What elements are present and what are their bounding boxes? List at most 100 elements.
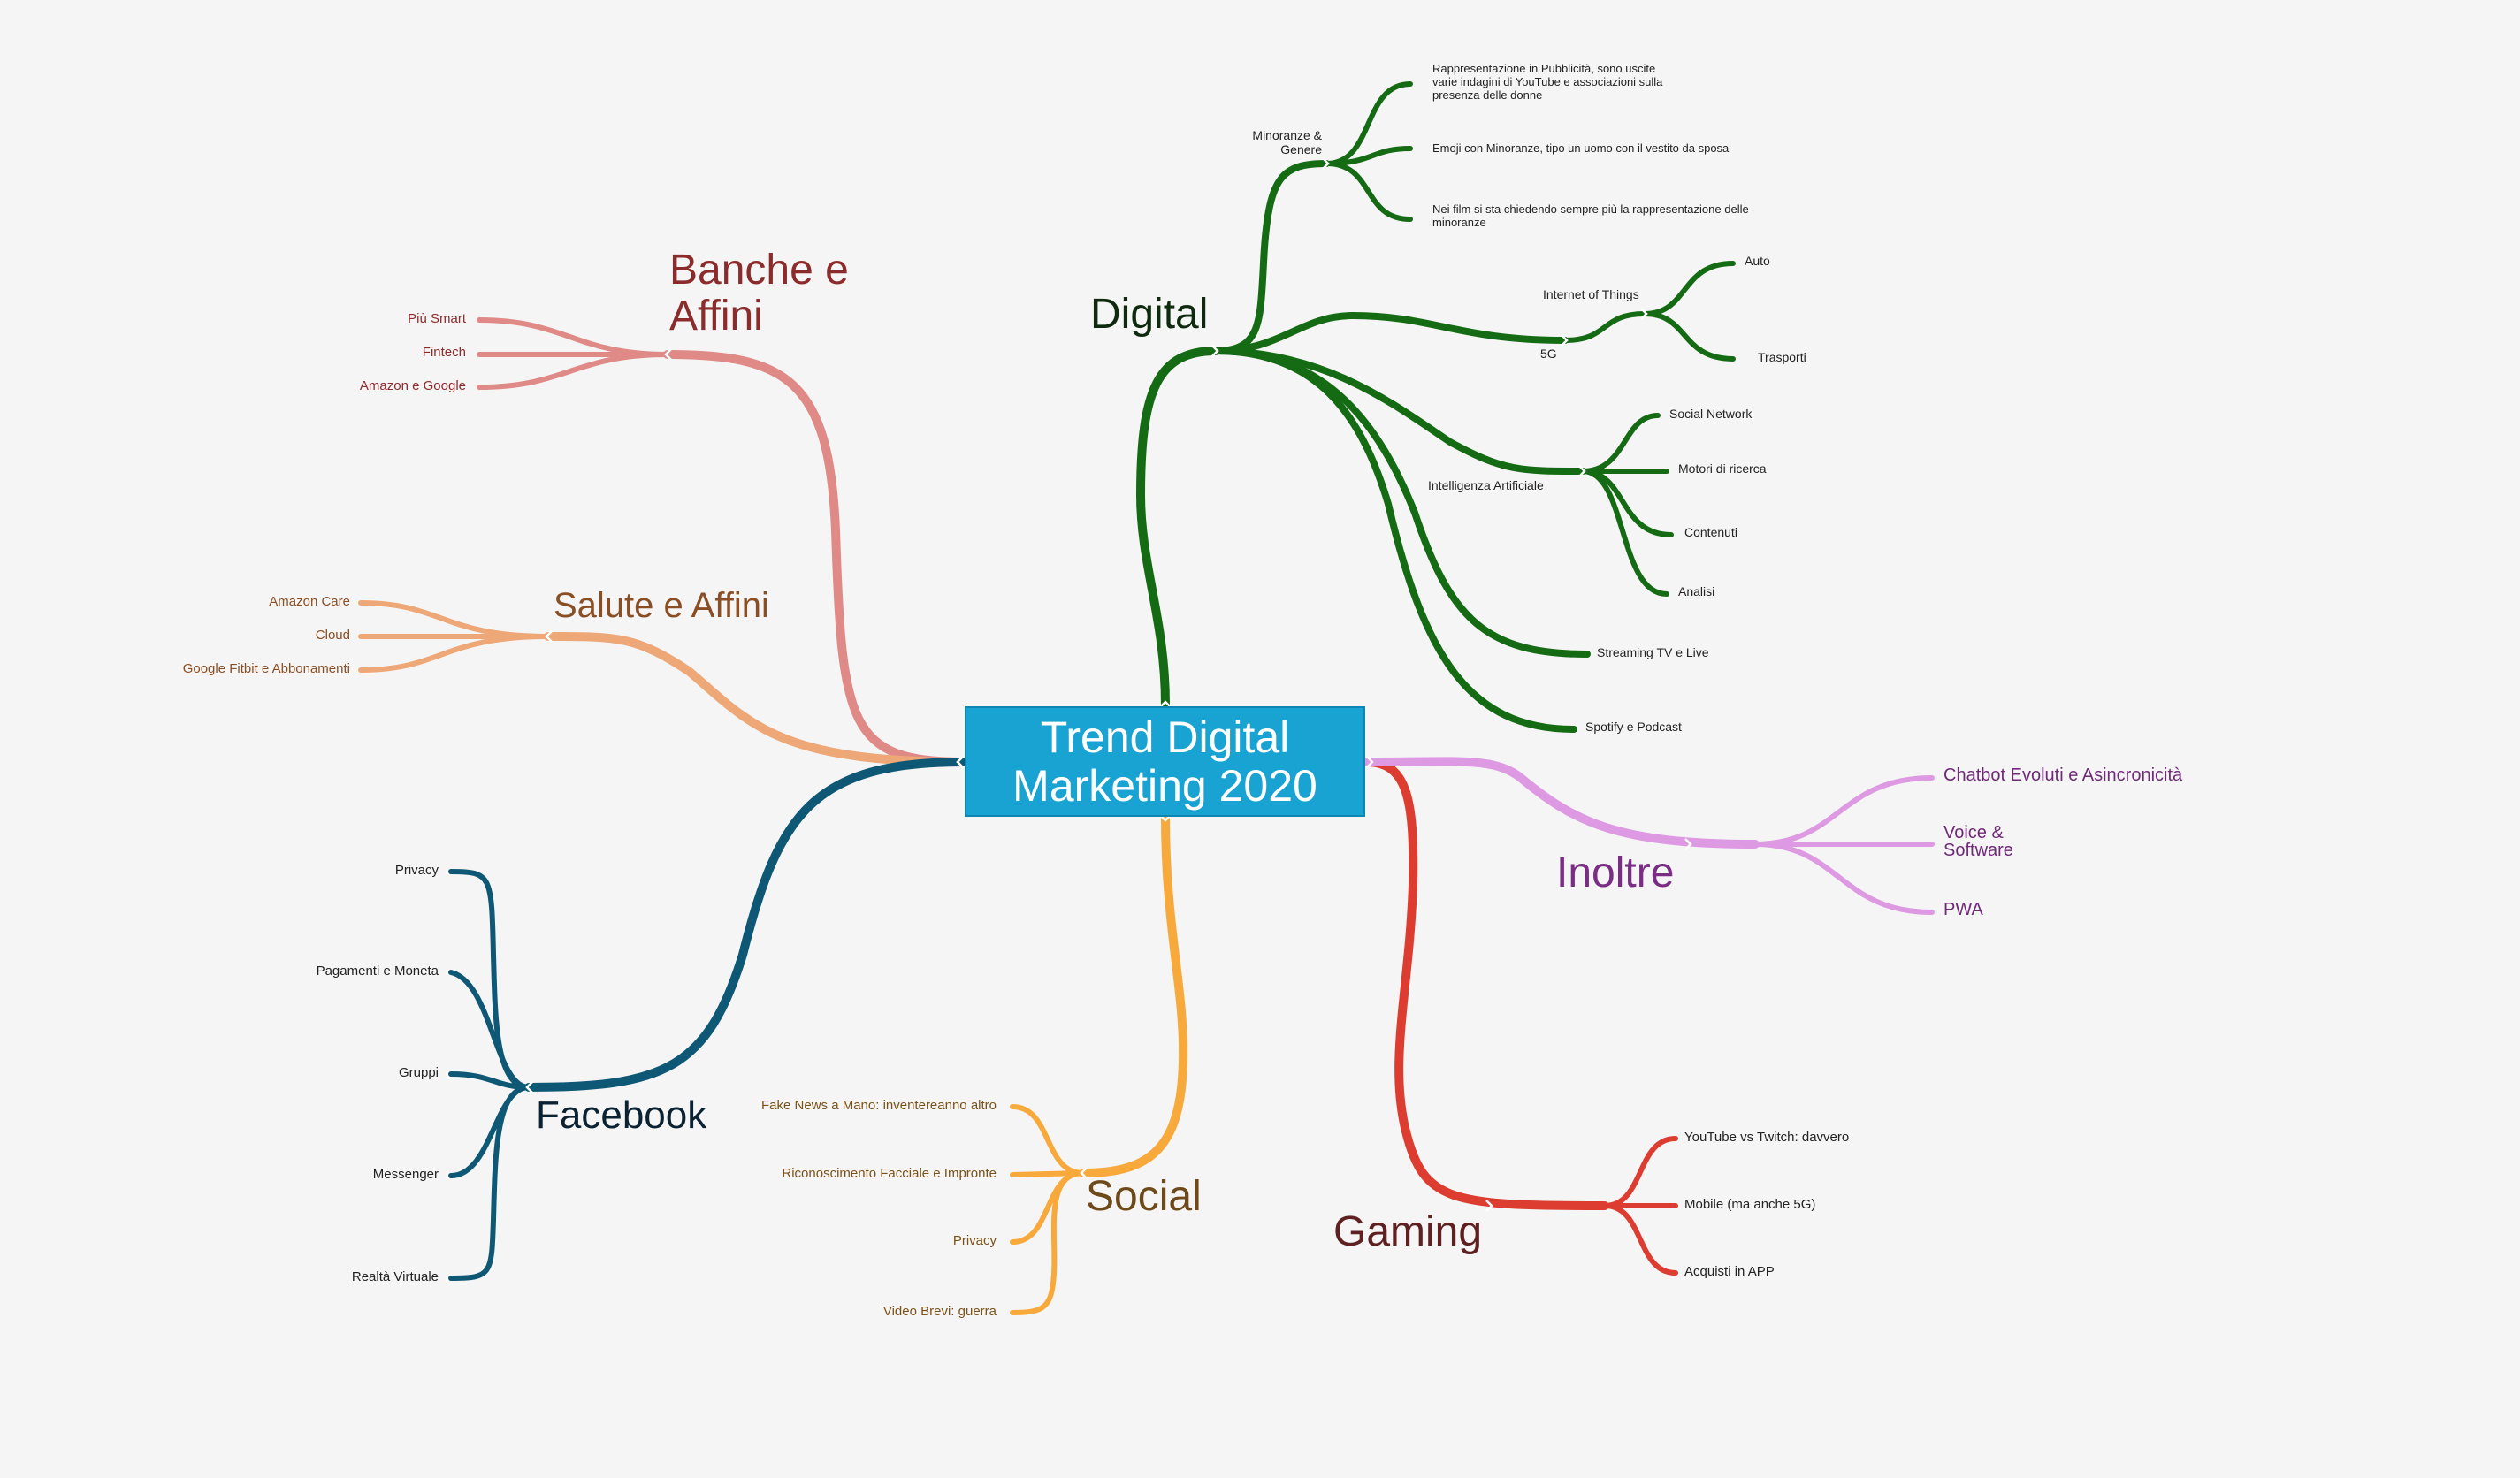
topic-gaming[interactable]: Gaming <box>1333 1208 1483 1255</box>
digital-minoranze-line1: Minoranze & <box>1252 128 1322 142</box>
iot-item-1[interactable]: Auto <box>1745 254 1770 268</box>
facebook-item-5[interactable]: Realtà Virtuale <box>351 1269 439 1284</box>
banche-item-3[interactable]: Amazon e Google <box>359 378 466 393</box>
salute-item-1[interactable]: Amazon Care <box>269 594 350 609</box>
social-item-2[interactable]: Riconoscimento Facciale e Impronte <box>782 1166 997 1181</box>
digital-leaf-connector <box>1580 413 1661 474</box>
digital-sub-connector <box>1212 160 1330 354</box>
ai-item-2[interactable]: Motori di ricerca <box>1678 461 1767 476</box>
banche-item-2[interactable]: Fintech <box>422 345 466 360</box>
collapse-handle-icon[interactable] <box>545 630 553 643</box>
digital-spotify[interactable]: Spotify e Podcast <box>1585 720 1682 734</box>
digital-sub-connector <box>1212 347 1591 658</box>
topic-social[interactable]: Social <box>1086 1173 1202 1220</box>
digital-leaf-connector <box>1580 469 1674 537</box>
collapse-handle-icon[interactable] <box>1640 308 1648 320</box>
digital-leaf-connector <box>1562 311 1647 343</box>
inoltre-item-1[interactable]: Chatbot Evoluti e Asincronicità <box>1943 766 2183 785</box>
gaming-item-3[interactable]: Acquisti in APP <box>1684 1264 1775 1279</box>
collapse-handle-icon[interactable] <box>1322 157 1330 170</box>
digital-leaf-connector <box>1324 146 1413 166</box>
collapse-handle-icon[interactable] <box>1578 465 1586 477</box>
facebook-item-3[interactable]: Gruppi <box>398 1065 439 1080</box>
topic-salute[interactable]: Salute e Affini <box>554 586 769 625</box>
topic-banche-line2: Affini <box>669 293 763 339</box>
minoranze-item-3[interactable]: Nei film si sta chiedendo sempre più la … <box>1432 202 1749 229</box>
branch-collapse-handles <box>525 157 1692 1212</box>
digital-leaf-connector <box>1324 81 1413 166</box>
ai-item-4[interactable]: Analisi <box>1678 584 1715 598</box>
collapse-handle-icon[interactable] <box>1684 838 1692 850</box>
banche-leaf-connector <box>477 352 670 390</box>
inoltre-leaf-connector <box>1753 775 1935 847</box>
iot-item-2[interactable]: Trasporti <box>1758 350 1806 364</box>
topic-facebook[interactable]: Facebook <box>536 1093 707 1137</box>
gaming-item-1[interactable]: YouTube vs Twitch: davvero <box>1684 1130 1850 1145</box>
digital-leaf-connector <box>1642 261 1736 316</box>
root-topic[interactable]: Trend Digital Marketing 2020 <box>965 706 1365 817</box>
minoranze-item-2-line1: Emoji con Minoranze, tipo un uomo con il… <box>1432 141 1730 155</box>
facebook-item-4[interactable]: Messenger <box>372 1167 439 1182</box>
root-topic-line2: Marketing 2020 <box>1012 760 1317 811</box>
collapse-handle-icon[interactable] <box>664 348 672 361</box>
digital-iot-label[interactable]: Internet of Things <box>1543 287 1639 301</box>
digital-ai-label[interactable]: Intelligenza Artificiale <box>1428 478 1544 492</box>
digital-leaf-connector <box>1580 469 1669 597</box>
banche-connector <box>663 350 968 766</box>
banche-item-1[interactable]: Più Smart <box>408 311 466 326</box>
digital-leaf-connector <box>1324 161 1413 222</box>
root-topic-line1: Trend Digital <box>1040 712 1290 762</box>
digital-connector <box>1135 347 1220 710</box>
social-item-4[interactable]: Video Brevi: guerra <box>882 1304 997 1319</box>
social-item-3[interactable]: Privacy <box>952 1233 997 1248</box>
digital-leaf-connector <box>1642 311 1736 362</box>
minoranze-item-3-line1: Nei film si sta chiedendo sempre più la … <box>1432 202 1749 216</box>
topic-inoltre[interactable]: Inoltre <box>1556 849 1675 896</box>
inoltre-item-2[interactable]: Voice & Software <box>1943 823 2013 860</box>
gaming-connector <box>1362 758 1609 1210</box>
facebook-leaf-connector <box>448 970 531 1090</box>
salute-item-2[interactable]: Cloud <box>315 628 350 643</box>
minoranze-item-1-line3: presenza delle donne <box>1432 88 1543 102</box>
inoltre-item-3[interactable]: PWA <box>1943 900 1983 919</box>
collapse-handle-icon[interactable] <box>1366 756 1374 768</box>
digital-minoranze-label[interactable]: Minoranze & Genere <box>1252 128 1322 156</box>
collapse-handle-icon[interactable] <box>1211 345 1219 357</box>
digital-sub-connector <box>1212 347 1586 475</box>
facebook-item-1[interactable]: Privacy <box>394 863 439 878</box>
collapse-handle-icon[interactable] <box>1159 814 1172 822</box>
digital-minoranze-line2: Genere <box>1280 142 1322 156</box>
ai-item-3[interactable]: Contenuti <box>1684 525 1737 539</box>
minoranze-item-1-line2: varie indagini di YouTube e associazioni… <box>1432 75 1663 88</box>
minoranze-item-2[interactable]: Emoji con Minoranze, tipo un uomo con il… <box>1432 141 1729 155</box>
gaming-item-2[interactable]: Mobile (ma anche 5G) <box>1684 1197 1816 1212</box>
social-connector <box>1079 812 1188 1177</box>
social-leaf-connector <box>1010 1170 1086 1315</box>
gaming-leaf-connector <box>1602 1136 1678 1208</box>
minoranze-item-3-line2: minoranze <box>1432 216 1486 229</box>
collapse-handle-icon[interactable] <box>525 1081 533 1093</box>
salute-leaf-connector <box>358 634 551 673</box>
minoranze-item-1[interactable]: Rappresentazione in Pubblicità, sono usc… <box>1432 62 1662 102</box>
facebook-item-2[interactable]: Pagamenti e Moneta <box>316 964 439 979</box>
digital-streaming[interactable]: Streaming TV e Live <box>1597 645 1709 659</box>
salute-item-3[interactable]: Google Fitbit e Abbonamenti <box>182 661 350 676</box>
collapse-handle-icon[interactable] <box>1159 700 1172 708</box>
facebook-leaf-connector <box>448 1085 531 1178</box>
collapse-handle-icon[interactable] <box>956 756 964 768</box>
collapse-handle-icon[interactable] <box>1561 334 1569 347</box>
ai-item-1[interactable]: Social Network <box>1669 407 1753 421</box>
digital-5g-label[interactable]: 5G <box>1540 347 1557 361</box>
digital-sub-connector <box>1212 347 1577 733</box>
social-item-1[interactable]: Fake News a Mano: inventereanno altro <box>761 1098 997 1113</box>
social-leaf-connector <box>1010 1104 1086 1176</box>
inoltre-connector <box>1362 757 1760 849</box>
facebook-connector <box>524 758 968 1092</box>
salute-connector <box>544 632 968 766</box>
social-leaf-connector <box>1010 1170 1086 1245</box>
topic-banche[interactable]: Banche e Affini <box>669 248 849 339</box>
branch-connectors <box>358 81 1935 1315</box>
collapse-handle-icon[interactable] <box>1485 1200 1493 1212</box>
collapse-handle-icon[interactable] <box>1080 1167 1088 1179</box>
topic-digital[interactable]: Digital <box>1090 291 1209 338</box>
